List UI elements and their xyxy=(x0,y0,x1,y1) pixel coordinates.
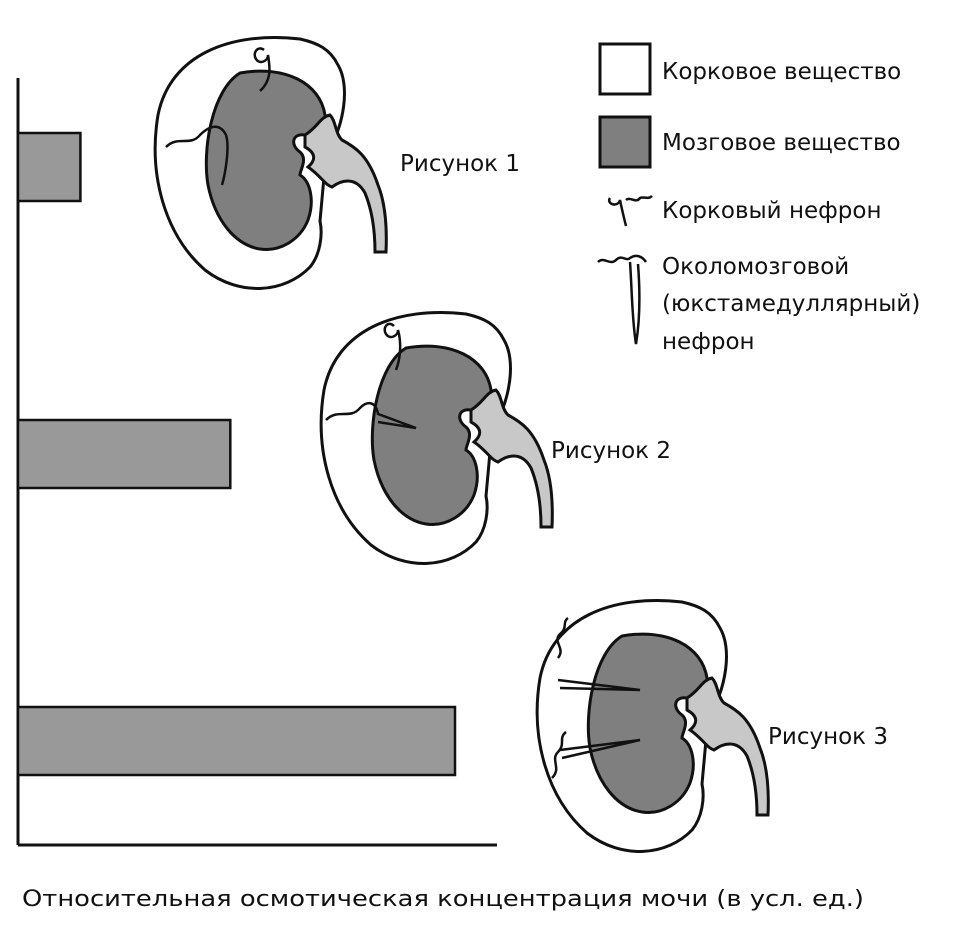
figure-2-label: Рисунок 2 xyxy=(551,438,671,464)
legend-medulla-swatch xyxy=(598,115,652,169)
cortical-nephron-icon xyxy=(607,195,653,227)
kidney-3 xyxy=(535,599,770,853)
figure-1-label: Рисунок 1 xyxy=(400,151,520,177)
legend-cortex-label: Корковое вещество xyxy=(662,59,901,85)
legend-cortical-nephron-label: Корковый нефрон xyxy=(662,198,882,224)
juxtamedullary-nephron-icon xyxy=(165,125,229,186)
bar-figure-1 xyxy=(16,131,82,203)
legend-cortex-swatch xyxy=(598,42,652,96)
bar-chart xyxy=(16,78,497,847)
legend: Корковое вещество Мозговое вещество Корк… xyxy=(597,42,920,355)
legend-juxta-line1: Околомозговой xyxy=(662,254,849,280)
cortical-nephron-icon xyxy=(253,47,271,92)
kidney-2 xyxy=(319,311,554,565)
legend-juxta-line3: нефрон xyxy=(662,329,755,355)
figure-3-label: Рисунок 3 xyxy=(768,724,888,750)
bar-figure-3 xyxy=(16,705,457,777)
ureter xyxy=(303,113,388,254)
juxtamedullary-nephron-icon xyxy=(556,616,641,692)
kidney-1 xyxy=(153,36,388,290)
juxtamedullary-nephron-icon xyxy=(597,254,648,345)
x-axis-label: Относительная осмотическая концентрация … xyxy=(22,886,864,912)
bar-figure-2 xyxy=(16,418,232,490)
cortical-nephron-icon xyxy=(383,322,402,371)
legend-juxta-line2: (юкстамедуллярный) xyxy=(662,291,920,317)
legend-medulla-label: Мозговое вещество xyxy=(662,130,901,156)
juxtamedullary-nephron-icon xyxy=(325,401,417,430)
ureter xyxy=(685,676,770,817)
juxtamedullary-nephron-icon xyxy=(551,731,641,779)
ureter xyxy=(469,388,554,529)
